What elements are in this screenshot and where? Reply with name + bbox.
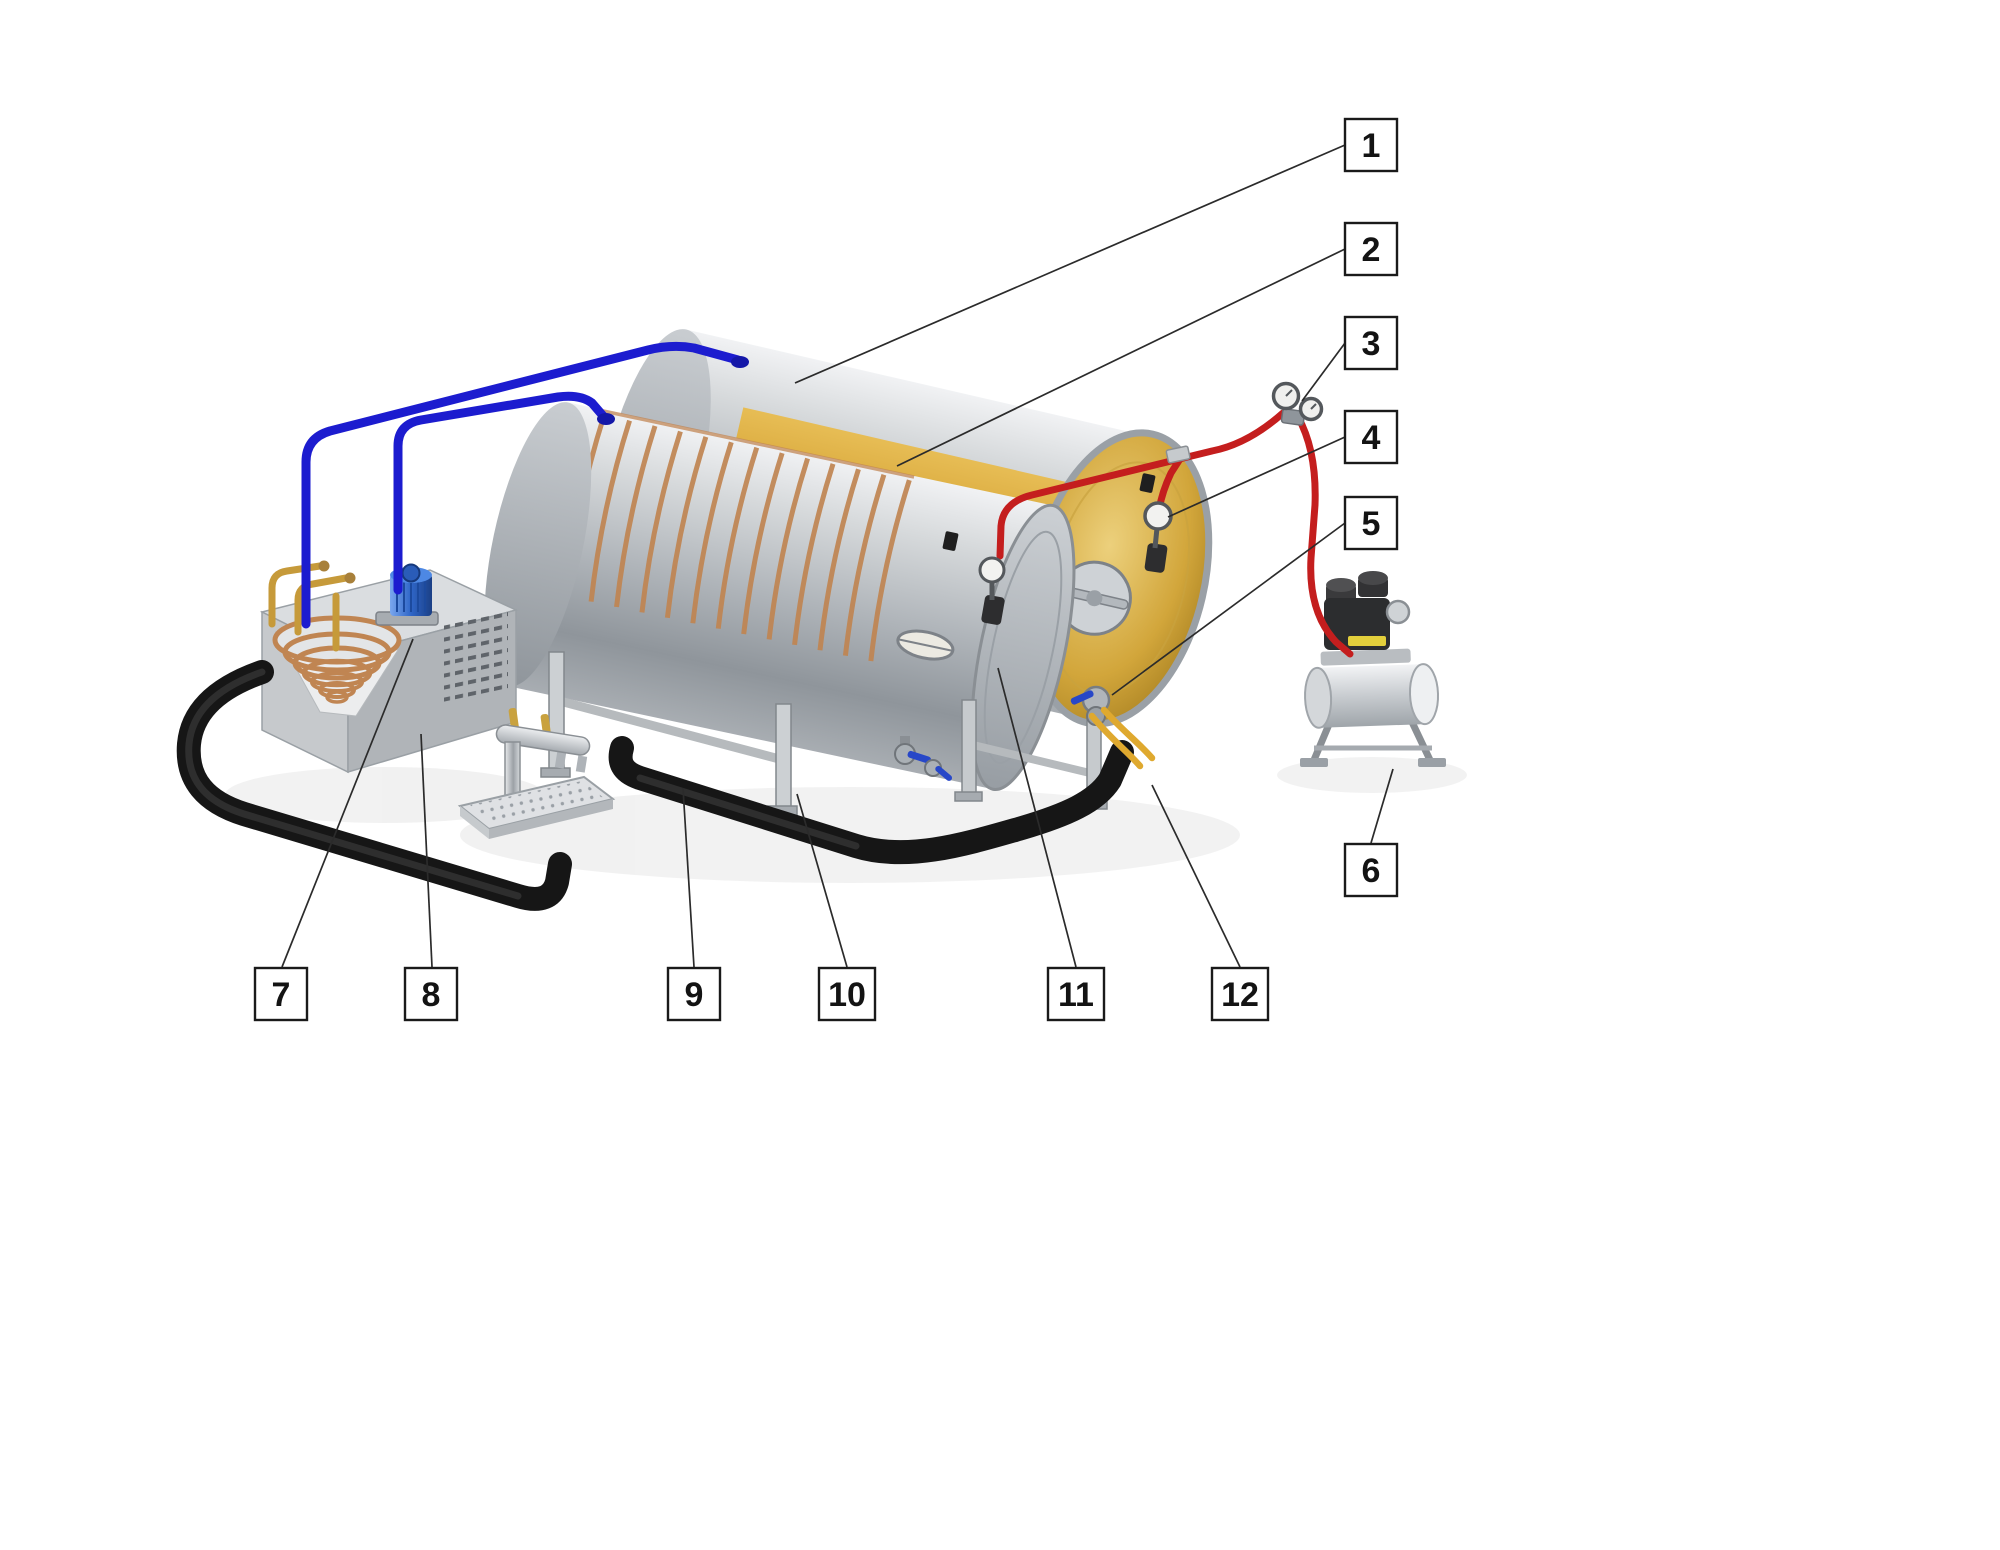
callout-12: 12 — [1210, 966, 1270, 1022]
callout-9-label: 9 — [685, 976, 704, 1014]
glycol-pipe-rear-tank — [301, 341, 743, 629]
callout-4: 4 — [1343, 409, 1399, 465]
tank-top-fittings — [942, 473, 1156, 551]
callout-8: 8 — [403, 966, 459, 1022]
callout-2-label: 2 — [1362, 231, 1381, 269]
compressor-tank — [1315, 664, 1426, 728]
tank-leg — [961, 699, 977, 797]
callout-3: 3 — [1343, 315, 1399, 371]
drip-tray-grate — [470, 781, 604, 823]
callout-8-label: 8 — [422, 976, 441, 1014]
insulated-python-pipes — [176, 660, 1134, 911]
leader-1 — [794, 144, 1346, 384]
callout-11-label: 11 — [1058, 976, 1094, 1014]
co2-pipe-compressor — [1294, 413, 1354, 658]
leader-3 — [1301, 342, 1346, 402]
callout-1-label: 1 — [1362, 127, 1381, 165]
gauge-face — [1143, 501, 1173, 531]
motor-fan-cap — [401, 563, 421, 583]
drip-tray — [457, 775, 616, 839]
chiller-coil — [272, 615, 402, 717]
callout-6: 6 — [1343, 842, 1399, 898]
leader-11 — [997, 667, 1077, 968]
callout-6-label: 6 — [1362, 852, 1381, 890]
python-run-right — [608, 736, 1134, 865]
tank-leg — [775, 703, 792, 811]
glycol-chiller — [259, 560, 519, 774]
callout-9: 9 — [666, 966, 722, 1022]
top-fitting — [942, 531, 959, 551]
beer-font — [495, 707, 591, 801]
front-tank-right-head — [970, 503, 1076, 792]
valve-handle — [1070, 690, 1094, 705]
font-crossbar — [495, 724, 591, 756]
glycol-pipe-front-tank — [393, 391, 609, 595]
callout-3-label: 3 — [1362, 325, 1381, 363]
top-fitting — [1139, 473, 1156, 493]
tank-pressure-gauge-left — [978, 556, 1006, 625]
pipe-connector — [731, 356, 749, 368]
gauge-face — [978, 556, 1006, 584]
valve-handle — [907, 750, 931, 764]
leader-2 — [896, 248, 1346, 467]
air-filter — [1385, 599, 1411, 625]
pressure-regulator — [1271, 381, 1324, 426]
callout-5: 5 — [1343, 495, 1399, 551]
glycol-pipes — [301, 341, 749, 629]
compressor-foot — [1418, 758, 1446, 767]
compressor-foot — [1300, 758, 1328, 767]
air-compressor — [1300, 571, 1446, 767]
leg-foot — [540, 767, 571, 778]
tank-pressure-gauge-right — [1143, 501, 1173, 573]
callout-7-label: 7 — [272, 976, 291, 1014]
font-column — [504, 741, 521, 801]
leader-9 — [682, 787, 695, 968]
co2-pipes — [996, 409, 1354, 658]
compressor-motor — [1324, 571, 1411, 650]
leader-lines — [281, 144, 1394, 968]
callout-1: 1 — [1343, 117, 1399, 173]
callout-5-label: 5 — [1362, 505, 1381, 543]
callout-4-label: 4 — [1362, 419, 1381, 457]
callout-12-label: 12 — [1221, 976, 1259, 1014]
co2-pipe-main — [996, 409, 1287, 560]
leader-7 — [281, 638, 414, 968]
callouts: 1 2 3 4 5 6 7 8 — [253, 117, 1399, 1022]
leader-12 — [1151, 784, 1241, 968]
callout-11: 11 — [1046, 966, 1106, 1022]
leader-5 — [1111, 522, 1346, 696]
beverage-hoses — [1088, 706, 1156, 770]
leader-8 — [420, 733, 433, 968]
tee-fitting — [1165, 445, 1191, 464]
leader-4 — [1167, 436, 1346, 518]
beverage-hose — [1100, 706, 1156, 762]
front-tank-outlet-valve — [894, 736, 953, 781]
callout-10-label: 10 — [828, 976, 866, 1014]
tap-spout — [575, 755, 588, 773]
front-tank-shell — [505, 402, 1056, 790]
vent-grille — [444, 606, 508, 704]
leader-6 — [1370, 768, 1394, 844]
callout-2: 2 — [1343, 221, 1399, 277]
leg-foot — [954, 791, 983, 802]
callout-10: 10 — [817, 966, 877, 1022]
leader-10 — [796, 793, 848, 968]
tap-spout — [554, 751, 567, 769]
beverage-hose — [1088, 712, 1144, 770]
pipe-connector — [597, 413, 615, 425]
callout-7: 7 — [253, 966, 309, 1022]
valve-handle — [935, 765, 953, 781]
